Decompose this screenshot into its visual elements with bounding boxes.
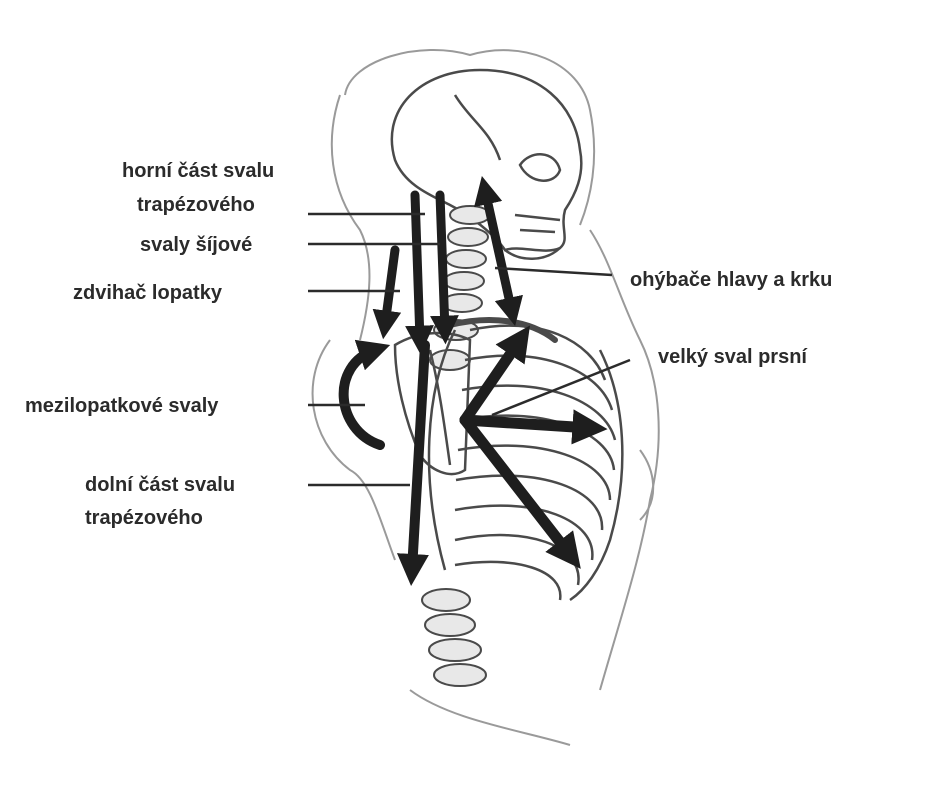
label-pectoralis-major: velký sval prsní bbox=[658, 342, 807, 372]
levator-scapulae-arrow bbox=[385, 250, 395, 325]
pectoral-arrow-middle bbox=[465, 420, 590, 428]
upper-trapezius-arrow bbox=[415, 195, 420, 340]
lower-trapezius-arrow bbox=[412, 345, 425, 570]
label-lower-trapezius-line2: trapézového bbox=[85, 503, 203, 533]
label-lower-trapezius-line1: dolní část svalu bbox=[85, 470, 235, 500]
label-upper-trapezius-line2: trapézového bbox=[137, 190, 255, 220]
label-neck-flexors: ohýbače hlavy a krku bbox=[630, 265, 832, 295]
label-neck-muscles: svaly šíjové bbox=[140, 230, 252, 260]
label-upper-trapezius-line1: horní část svalu bbox=[122, 156, 274, 186]
leader-pectoralis bbox=[492, 360, 630, 415]
label-interscapular: mezilopatkové svaly bbox=[25, 391, 218, 421]
leader-neck-flexors bbox=[495, 268, 612, 275]
label-levator-scapulae: zdvihač lopatky bbox=[73, 278, 222, 308]
interscapular-arrow bbox=[344, 350, 380, 445]
neck-muscles-arrow bbox=[440, 195, 445, 330]
